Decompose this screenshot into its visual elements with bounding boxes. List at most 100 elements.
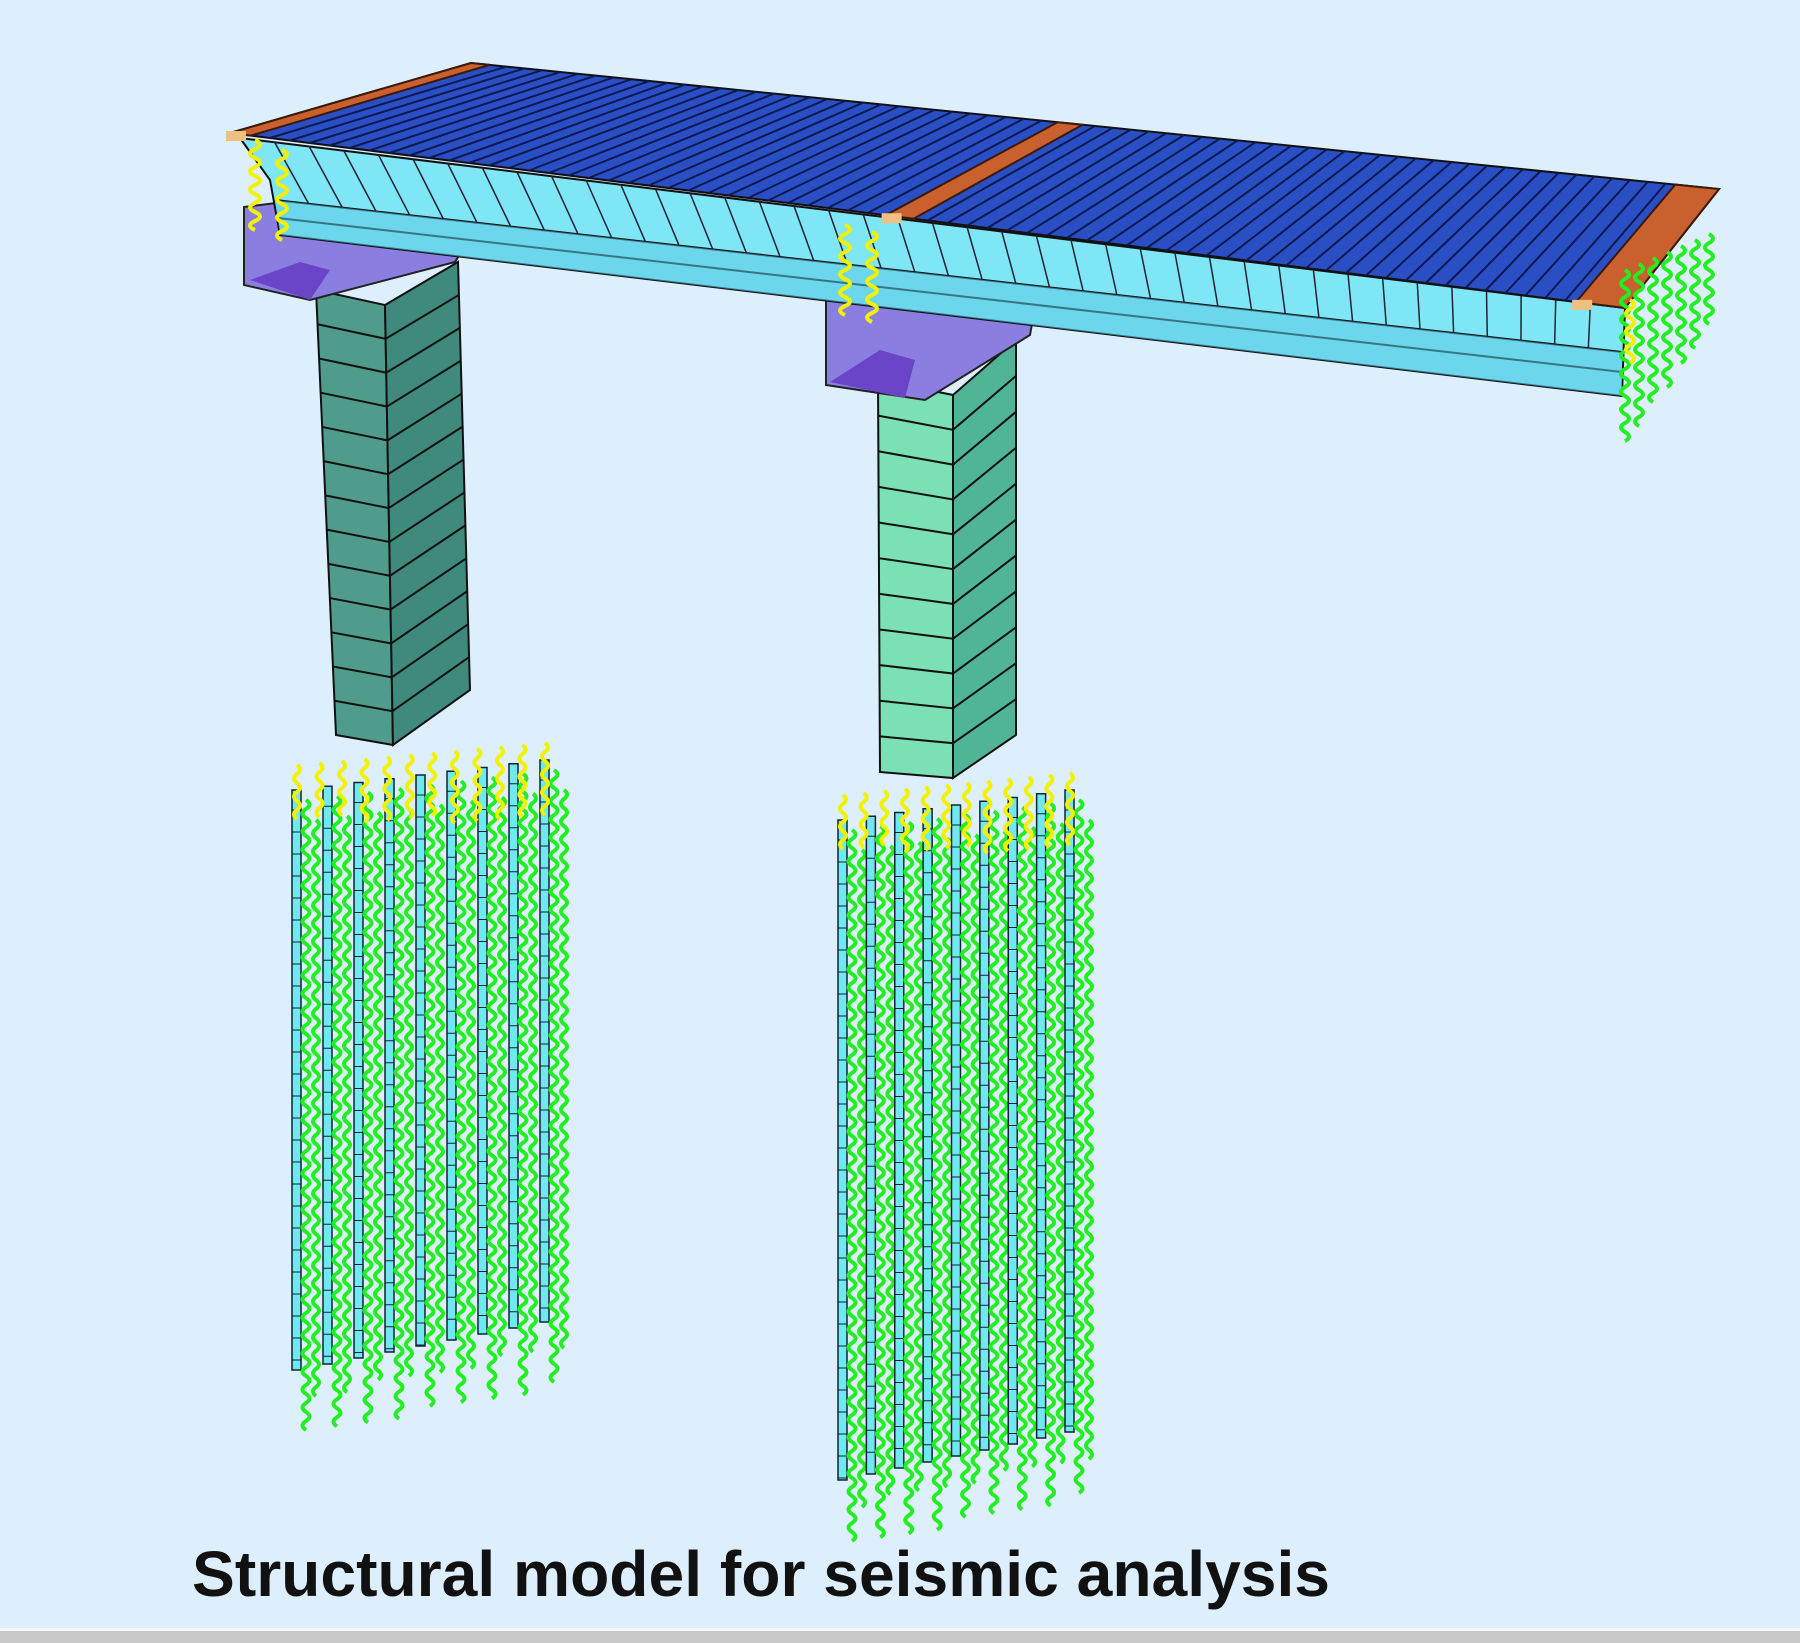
pile-cap-spring	[1044, 773, 1055, 849]
girder-segment-line	[447, 163, 478, 224]
girder-segment-line	[654, 188, 680, 246]
girder-segment-line	[1587, 303, 1592, 349]
soil-spring	[913, 840, 924, 1493]
deck-segment-line	[1325, 161, 1453, 272]
pile	[837, 819, 848, 1481]
soil-spring	[998, 829, 1009, 1472]
soil-spring	[393, 787, 405, 1421]
diaphragm-end	[1572, 299, 1593, 310]
girder-segment-line	[1485, 290, 1489, 337]
bearing-link	[248, 138, 262, 232]
soil-spring	[466, 799, 476, 1370]
pile-cap-spring	[920, 785, 931, 852]
deck-segment-line	[329, 71, 561, 147]
girder-segment-line	[1139, 248, 1152, 299]
girder-segment-line	[966, 227, 983, 281]
deck-segment-line	[1464, 173, 1578, 289]
pile-cap-spring	[494, 745, 505, 821]
soil-spring	[1027, 825, 1038, 1469]
deck-segment-line	[1405, 168, 1524, 282]
soil-spring	[435, 803, 445, 1374]
pile	[950, 804, 962, 1457]
girder-segment-line	[1243, 261, 1253, 311]
girder-segment-line	[724, 197, 748, 254]
soil-spring	[931, 817, 943, 1532]
deck-segment-line	[389, 76, 614, 154]
column-segment-line	[878, 554, 1017, 605]
abutment-spring	[1647, 256, 1659, 404]
deck-segment-line	[867, 119, 1042, 214]
soil-spring	[424, 783, 436, 1408]
bearing-link	[275, 148, 289, 242]
deck-segment-line	[528, 89, 739, 172]
deck-segment-line	[1345, 163, 1471, 274]
left-column-side-face	[383, 260, 472, 747]
deck-segment-line	[927, 125, 1096, 222]
girder-segment-line	[1278, 265, 1286, 315]
soil-spring	[331, 794, 343, 1428]
column-segment-line	[323, 425, 464, 476]
deck-segment-line	[1126, 143, 1274, 247]
deck-segment-line	[787, 112, 971, 204]
left-pier	[243, 198, 472, 747]
girder-segment-line	[620, 184, 647, 243]
deck-segment-line	[1146, 144, 1292, 249]
deck-segment-line	[1504, 177, 1613, 294]
girder-segment-line	[1553, 299, 1557, 345]
column-segment-line	[879, 626, 1017, 675]
deck-segment-line	[1524, 179, 1631, 297]
pile-cap-spring	[359, 757, 370, 824]
soil-spring	[846, 828, 858, 1543]
girder-segment-line	[1104, 244, 1118, 296]
right-column-side-face	[952, 337, 1017, 780]
deck-segment-line	[1484, 175, 1595, 292]
diaphragms	[226, 61, 1721, 310]
deck-segment-line	[1205, 150, 1346, 257]
right-pier	[825, 288, 1035, 780]
pile	[1007, 796, 1018, 1445]
column-segment-line	[879, 590, 1017, 640]
soil-spring	[517, 772, 529, 1397]
soil-spring	[988, 809, 1000, 1515]
girder-segment-line	[1312, 269, 1320, 318]
soil-spring	[1073, 798, 1085, 1495]
abutment-spring	[1619, 268, 1631, 443]
soil-spring	[1084, 818, 1094, 1461]
pile-group-left	[291, 741, 569, 1432]
deck-segment-line	[946, 126, 1114, 224]
deck-segment-line	[1544, 181, 1649, 299]
diaphragm	[882, 121, 1086, 220]
deck-segment-line	[608, 96, 811, 182]
soil-spring	[311, 818, 321, 1398]
deck-segment-line	[289, 67, 525, 142]
diaphragm-end	[226, 131, 246, 141]
left-column-segments	[317, 294, 470, 713]
abutment-springs	[1619, 232, 1715, 443]
girder-segment-line	[1035, 235, 1051, 288]
girder-segment-line	[827, 210, 849, 265]
column-segment-line	[331, 590, 468, 645]
pile-cap-spring	[449, 749, 460, 825]
girder-segments	[273, 141, 1623, 396]
pile-cap-spring	[941, 783, 952, 850]
column-segment-line	[329, 557, 467, 611]
pile-cap-spring	[982, 779, 993, 855]
deck-segment-line	[1385, 166, 1506, 279]
deck-segment-line	[986, 130, 1149, 229]
girder-segment-line	[689, 192, 714, 250]
deck-segment-line	[1225, 152, 1364, 259]
deck-segment-line	[428, 80, 650, 159]
soil-spring	[960, 813, 971, 1519]
abutment-spring	[1703, 232, 1715, 326]
pile-cap-spring	[838, 793, 848, 851]
deck-segment-line	[747, 108, 935, 199]
deck-segment-line	[707, 105, 900, 194]
deck-segment-line	[409, 78, 632, 157]
pile-group-right	[837, 771, 1094, 1543]
bearing-links	[248, 138, 879, 324]
girder-segment-line	[308, 146, 344, 208]
deck-segment-line	[488, 85, 704, 167]
column-segment-line	[877, 375, 1017, 431]
soil-spring	[942, 837, 953, 1489]
